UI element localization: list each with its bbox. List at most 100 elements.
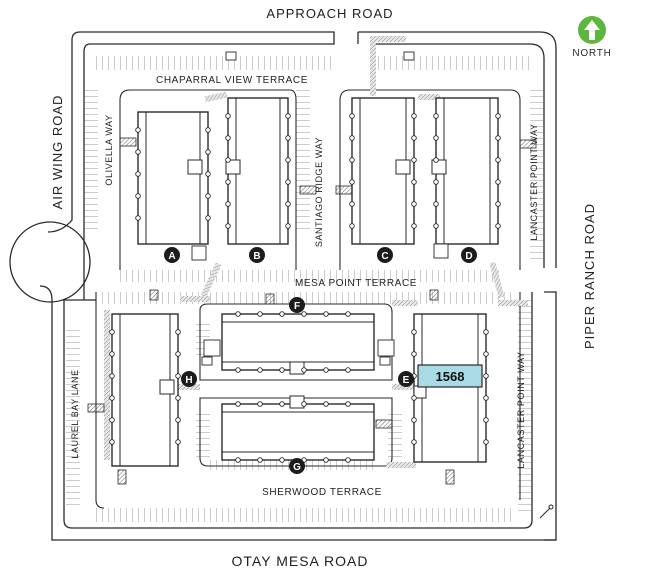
fixture-dot	[433, 157, 439, 163]
street-label-mesa-point: MESA POINT TERRACE	[295, 278, 417, 289]
street-label-sherwood: SHERWOOD TERRACE	[262, 487, 382, 498]
fixture-dot	[411, 157, 417, 163]
fixture-dot	[285, 179, 291, 185]
highlighted-unit[interactable]: 1568	[417, 364, 483, 388]
building-a-footprint	[137, 111, 209, 245]
fixture-dot	[349, 157, 355, 163]
fixture-dot	[483, 351, 489, 357]
fixture-dot	[235, 311, 241, 317]
parking-stalls	[66, 56, 544, 522]
fixture-dot	[411, 329, 417, 335]
fixture-dot	[109, 373, 115, 379]
fixture-dot	[257, 401, 263, 407]
road-label-approach: APPROACH ROAD	[266, 6, 393, 21]
fixture-dot	[483, 329, 489, 335]
fixture-dot	[349, 179, 355, 185]
fixture-dot	[235, 457, 241, 463]
utility-boxes	[87, 137, 537, 485]
fixture-dot	[205, 193, 211, 199]
svg-text:B: B	[253, 251, 260, 262]
road-label-piper-ranch: PIPER RANCH ROAD	[582, 203, 597, 349]
street-label-laurel-bay: LAUREL BAY LANE	[70, 369, 80, 458]
fixture-dot	[235, 367, 241, 373]
fixture-dot	[411, 395, 417, 401]
fixture-dot	[301, 311, 307, 317]
fixture-dot	[205, 149, 211, 155]
inner-curbs	[95, 89, 521, 509]
fixture-dot	[495, 113, 501, 119]
building-marker-h[interactable]: H	[181, 371, 197, 387]
fixture-dot	[279, 457, 285, 463]
street-label-olivella: OLIVELLA WAY	[104, 114, 114, 185]
north-indicator: NORTH	[572, 16, 611, 59]
fixture-dot	[109, 351, 115, 357]
unit-number-label: 1568	[436, 369, 465, 384]
fixture-dot	[411, 351, 417, 357]
north-label: NORTH	[572, 48, 611, 59]
fixture-dot	[225, 179, 231, 185]
fixture-dot	[433, 135, 439, 141]
unit-1568-box[interactable]	[417, 364, 483, 388]
fixture-dot	[175, 417, 181, 423]
building-marker-d[interactable]: D	[461, 247, 477, 263]
fixture-dot	[349, 113, 355, 119]
fixture-dot	[175, 373, 181, 379]
building-marker-e[interactable]: E	[398, 371, 414, 387]
road-label-air-wing: AIR WING ROAD	[50, 95, 65, 210]
fixture-dot	[411, 113, 417, 119]
fixture-dot	[411, 201, 417, 207]
north-arrow-glyph	[584, 20, 600, 40]
fixture-dot	[135, 193, 141, 199]
fixture-dot	[483, 395, 489, 401]
fixture-dot	[349, 135, 355, 141]
fixture-dot	[483, 373, 489, 379]
fixture-dot	[301, 401, 307, 407]
fixture-dot	[433, 179, 439, 185]
fixture-dot	[285, 113, 291, 119]
fixture-dot	[495, 223, 501, 229]
mailbox-clusters	[191, 243, 449, 357]
svg-text:D: D	[465, 251, 472, 262]
fixture-dot	[411, 135, 417, 141]
fixture-dot	[225, 201, 231, 207]
fixture-dot	[279, 401, 285, 407]
svg-text:H: H	[185, 375, 192, 386]
fixture-dot	[323, 457, 329, 463]
fixture-dot	[323, 311, 329, 317]
fixture-dot	[109, 417, 115, 423]
fixture-dot	[175, 439, 181, 445]
fixture-dot	[483, 439, 489, 445]
building-marker-c[interactable]: C	[377, 247, 393, 263]
fixture-dot	[175, 329, 181, 335]
fixture-dot	[235, 401, 241, 407]
fixture-dot	[135, 149, 141, 155]
fixture-dot	[205, 215, 211, 221]
fixture-dot	[495, 179, 501, 185]
fixture-dot	[411, 179, 417, 185]
fixture-dot	[411, 223, 417, 229]
fixture-dot	[109, 395, 115, 401]
building-marker-g[interactable]: G	[289, 458, 305, 474]
building-marker-a[interactable]: A	[164, 247, 180, 263]
fixture-dot	[495, 201, 501, 207]
fixture-dot	[483, 417, 489, 423]
building-markers: A B C D F H E G	[164, 247, 477, 474]
fixture-dot	[109, 329, 115, 335]
fixture-dot	[257, 457, 263, 463]
building-marker-f[interactable]: F	[289, 297, 305, 313]
fixture-dot	[285, 135, 291, 141]
bike-rack-icon	[539, 504, 554, 519]
fixture-dot	[349, 201, 355, 207]
fixture-dot	[257, 367, 263, 373]
building-fixtures	[109, 113, 501, 463]
fixture-dot	[411, 417, 417, 423]
fixture-dot	[345, 457, 351, 463]
fixture-dot	[323, 401, 329, 407]
fixture-dot	[495, 135, 501, 141]
svg-text:G: G	[293, 462, 301, 473]
fixture-dot	[285, 157, 291, 163]
building-marker-b[interactable]: B	[249, 247, 265, 263]
svg-text:E: E	[403, 375, 410, 386]
